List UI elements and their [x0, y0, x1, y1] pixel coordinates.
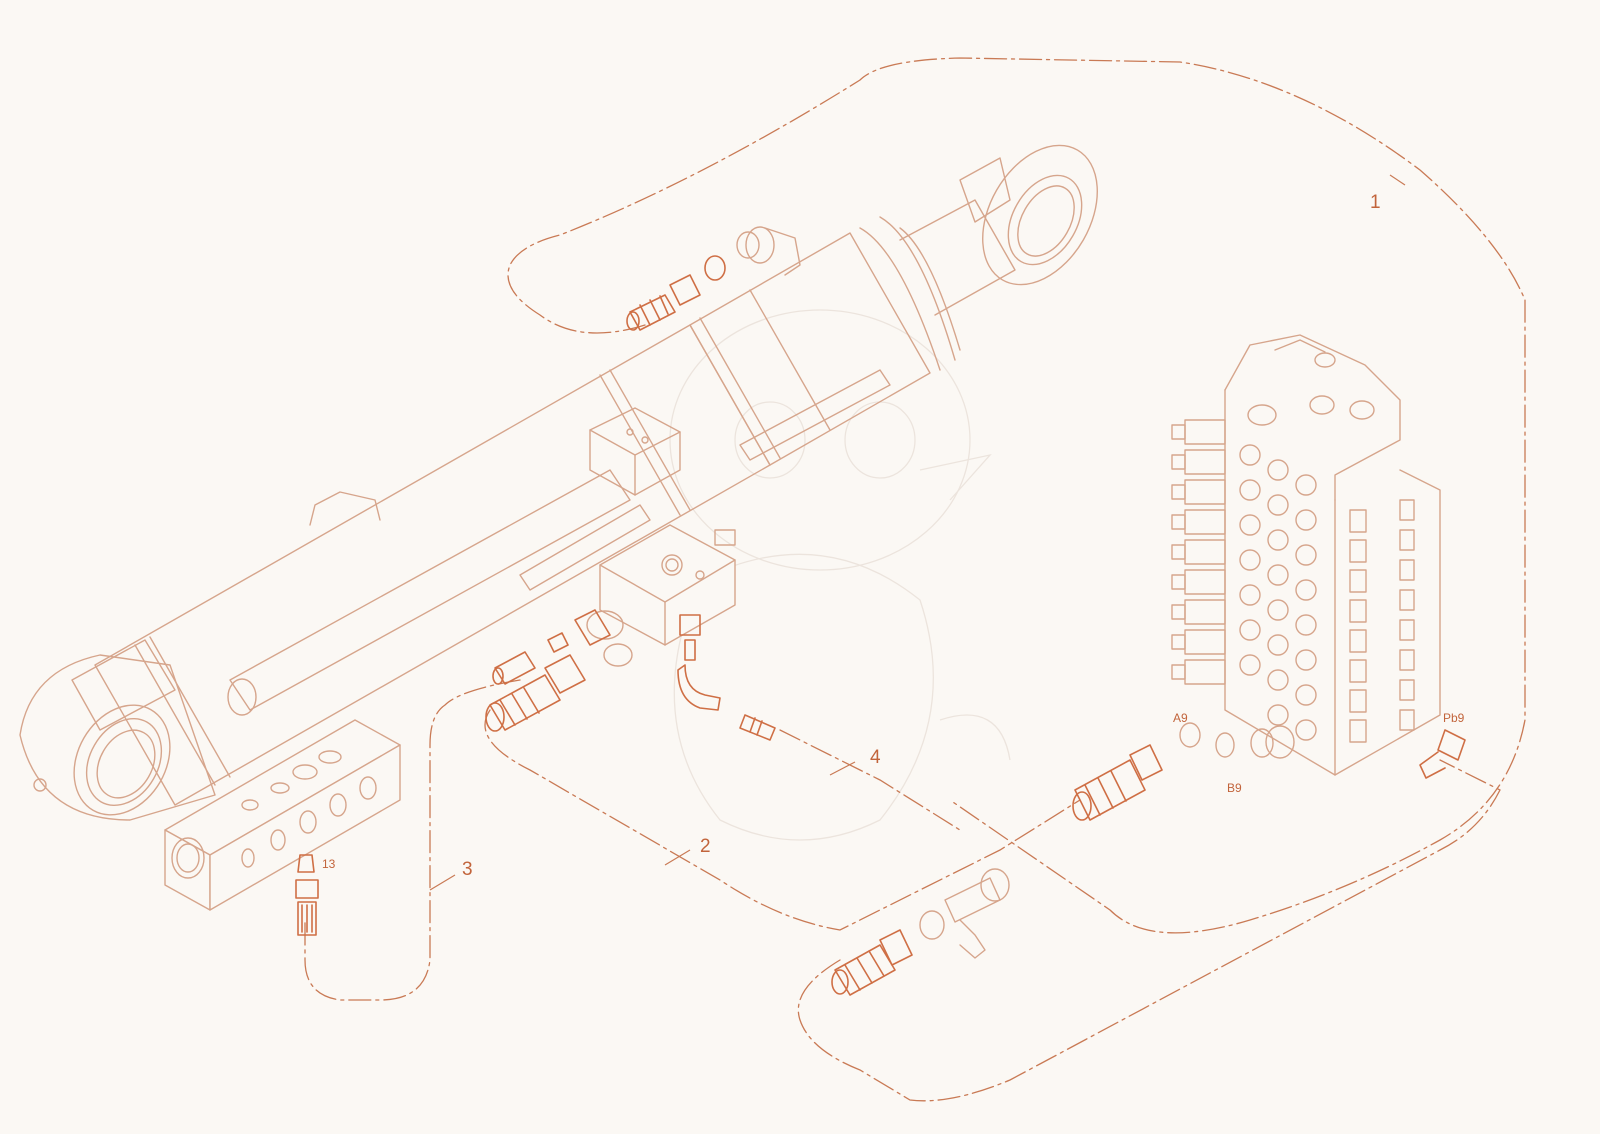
- port-label-b9: B9: [1227, 781, 1242, 795]
- rod-end-eye: [959, 144, 1098, 286]
- pb9-elbow: [1419, 729, 1466, 779]
- port-label-13: 13: [322, 857, 336, 871]
- tee-fitting: [831, 868, 1010, 996]
- hydraulic-cylinder: [19, 144, 1098, 821]
- fitting-13: [295, 854, 319, 936]
- hose-routes: [304, 57, 1526, 1102]
- elbow-fitting: [677, 614, 776, 741]
- fittings: [295, 231, 1466, 996]
- hose-4: [779, 729, 961, 831]
- top-hose-fitting: [626, 231, 760, 331]
- a9-b9-fittings: [1072, 722, 1274, 821]
- base-end-eye: [19, 639, 216, 821]
- spool-caps: [1349, 499, 1415, 743]
- hose-2: [484, 709, 1081, 931]
- manifold-block: [164, 719, 401, 911]
- callout-3: 3: [462, 859, 473, 880]
- watermark-figure: [669, 309, 1011, 841]
- control-valve-bank: [1171, 334, 1441, 776]
- port-label-a9: A9: [1173, 711, 1188, 725]
- hose-3: [304, 679, 521, 1001]
- callout-2: 2: [700, 836, 711, 857]
- valve-port-grid: [1239, 444, 1317, 741]
- hose-5: [797, 759, 1501, 1102]
- callout-1: 1: [1370, 192, 1381, 213]
- callout-4: 4: [870, 747, 881, 768]
- port-label-pb9: Pb9: [1443, 711, 1465, 725]
- callouts: 1 2 3 4 A9 B9 Pb9 13: [322, 174, 1465, 891]
- valve-block: [586, 524, 736, 667]
- solenoid-stack: [1171, 419, 1226, 685]
- valve-block-fittings: [485, 609, 611, 732]
- hose-1: [507, 57, 1526, 934]
